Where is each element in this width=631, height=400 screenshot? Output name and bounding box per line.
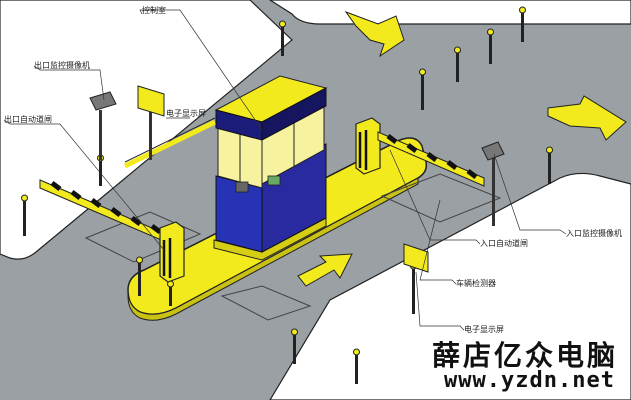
arrow-top-turn [344, 10, 405, 58]
exit-barrier [39, 179, 185, 283]
label-vehicle-detector: 车辆检测器 [456, 279, 496, 288]
label-exit-camera: 出口监控摄像机 [34, 61, 90, 70]
vehicle-detector-loop-entrance [380, 173, 502, 223]
display-sign-top [137, 85, 165, 160]
callout-lines [3, 9, 567, 331]
label-display-bottom: 电子显示屏 [464, 325, 504, 334]
label-entrance-camera: 入口监控摄像机 [566, 229, 622, 238]
control-booth [213, 75, 328, 261]
bollards [21, 6, 553, 384]
label-display-top: 电子显示屏 [166, 109, 206, 118]
sidewalk-upper-right [268, 0, 631, 25]
watermark-url: www.yzdn.net [444, 368, 615, 393]
arrow-lower-straight [297, 253, 353, 287]
label-control-room: 控制室 [142, 6, 166, 15]
vehicle-detector-loop-front [220, 285, 312, 321]
entrance-barrier [355, 117, 485, 187]
curb-line-left [123, 119, 217, 169]
entrance-camera [481, 141, 505, 226]
display-sign-bottom [403, 243, 429, 273]
arrow-right-turn [547, 95, 627, 141]
label-exit-barrier: 出口自动道闸 [4, 115, 52, 124]
watermark-name: 薛店亿众电脑 [432, 339, 619, 372]
traffic-island-side [127, 177, 419, 321]
label-entrance-barrier: 入口自动道闸 [480, 239, 528, 248]
curb-line-left-edge [124, 117, 216, 163]
